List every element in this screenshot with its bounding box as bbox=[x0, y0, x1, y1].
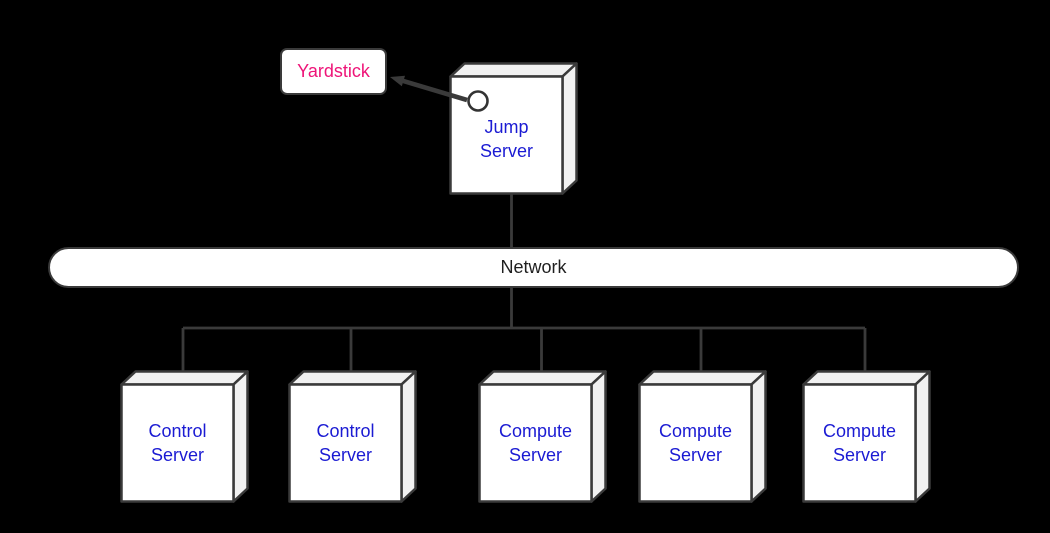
yardstick-node: Yardstick bbox=[280, 48, 387, 95]
control-server-1-label: Control Server bbox=[148, 420, 207, 465]
jump-server-node: Jump Server bbox=[449, 62, 578, 195]
compute-server-1-node: Compute Server bbox=[478, 370, 607, 503]
node-cube-shape bbox=[120, 370, 249, 503]
network-label: Network bbox=[500, 257, 567, 277]
yardstick-arrowhead-icon bbox=[390, 75, 405, 87]
compute-server-2-node: Compute Server bbox=[638, 370, 767, 503]
node-cube-shape bbox=[478, 370, 607, 503]
node-cube-shape bbox=[638, 370, 767, 503]
compute-server-3-label: Compute Server bbox=[822, 420, 897, 465]
node-cube-shape bbox=[802, 370, 931, 503]
compute-server-2-label-wrap: Compute Server bbox=[639, 384, 752, 501]
control-server-2-label: Control Server bbox=[316, 420, 375, 465]
yardstick-label: Yardstick bbox=[297, 61, 370, 81]
control-server-2-node: Control Server bbox=[288, 370, 417, 503]
compute-server-1-label-wrap: Compute Server bbox=[479, 384, 592, 501]
control-server-1-label-wrap: Control Server bbox=[121, 384, 234, 501]
node-cube-shape bbox=[288, 370, 417, 503]
jump-server-label: Jump Server bbox=[479, 117, 533, 161]
network-node: Network bbox=[48, 247, 1019, 288]
jump-server-label-wrap: Jump Server bbox=[450, 76, 563, 193]
compute-server-1-label: Compute Server bbox=[498, 420, 573, 465]
compute-server-3-node: Compute Server bbox=[802, 370, 931, 503]
control-server-2-label-wrap: Control Server bbox=[289, 384, 402, 501]
compute-server-3-label-wrap: Compute Server bbox=[803, 384, 916, 501]
compute-server-2-label: Compute Server bbox=[658, 420, 733, 465]
control-server-1-node: Control Server bbox=[120, 370, 249, 503]
